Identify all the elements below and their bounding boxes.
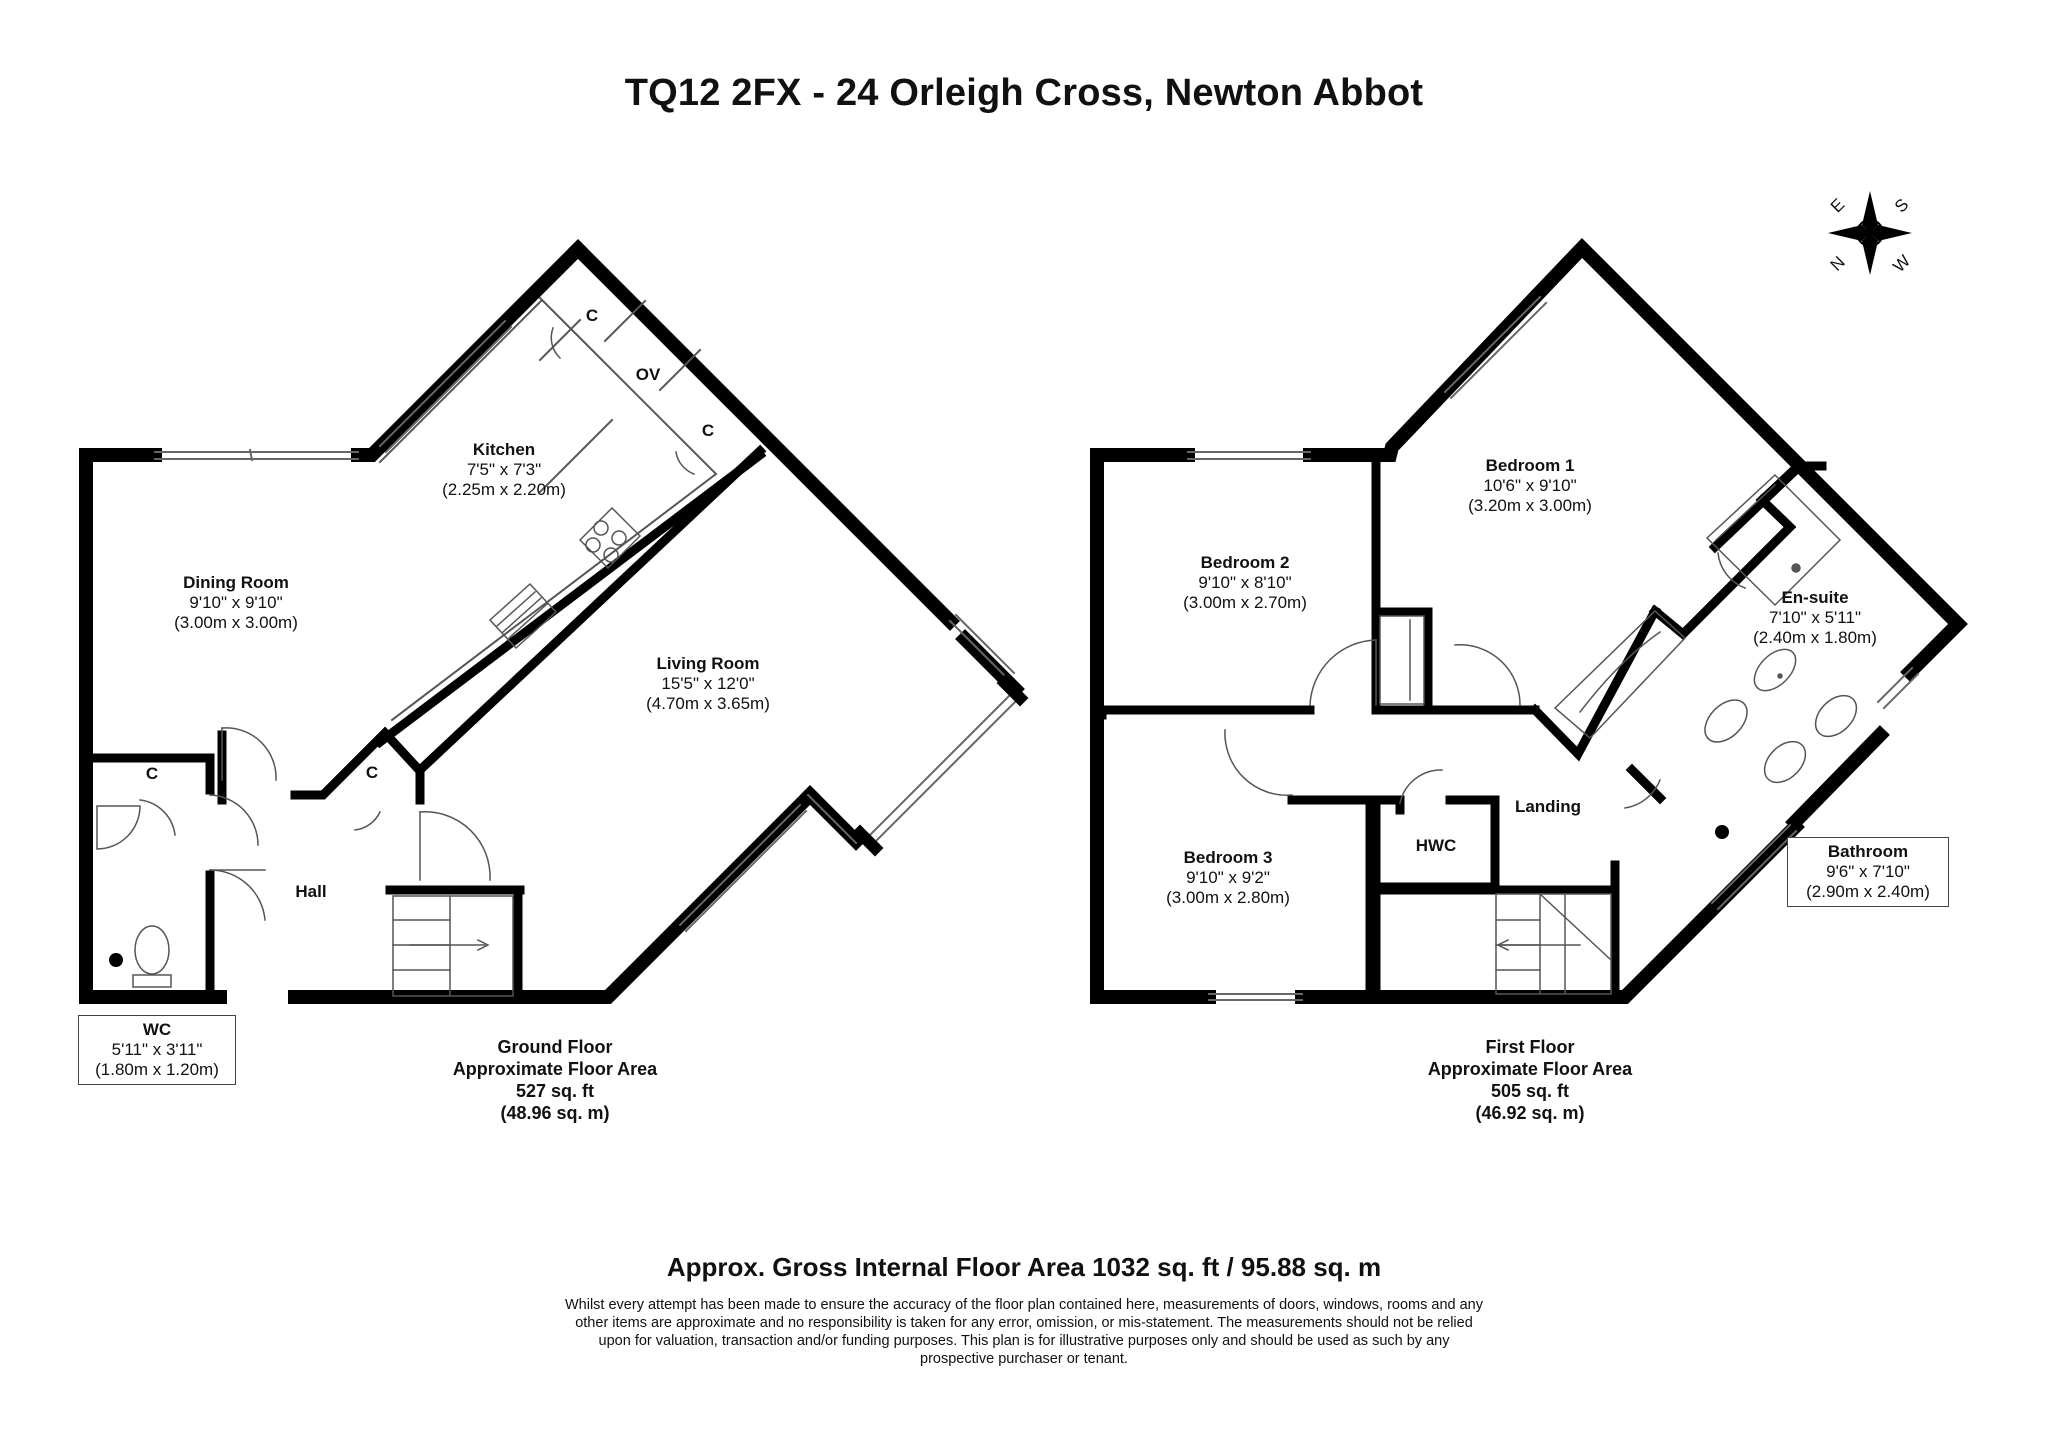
compass-rose-icon — [1828, 191, 1912, 275]
hall-cupboard-label: C — [365, 763, 379, 782]
kitchen-imperial: 7'5" x 7'3" — [466, 460, 542, 479]
wc-imperial: 5'11" x 3'11" — [111, 1040, 203, 1059]
room-label-dining: Dining Room 9'10" x 9'10" (3.00m x 3.00m… — [174, 573, 298, 633]
bathroom-metric: (2.90m x 2.40m) — [1806, 882, 1930, 901]
first-floor-area-sqft: 505 sq. ft — [1490, 1081, 1570, 1101]
bedroom3-name: Bedroom 3 — [1183, 848, 1273, 867]
first-floor-doors — [1224, 552, 1746, 809]
dining-name: Dining Room — [183, 573, 289, 592]
room-label-bedroom1: Bedroom 1 10'6" x 9'10" (3.20m x 3.00m) — [1468, 456, 1592, 516]
ground-floor-windows — [154, 319, 1018, 933]
kitchen-cupboard-2-label: C — [701, 421, 715, 440]
room-label-landing: Landing — [1515, 797, 1581, 817]
room-label-hwc: HWC — [1416, 836, 1457, 856]
disclaimer-text: Whilst every attempt has been made to en… — [564, 1297, 1484, 1367]
bedroom3-metric: (3.00m x 2.80m) — [1166, 888, 1290, 907]
ensuite-fixtures — [1753, 648, 1858, 738]
room-label-bathroom: Bathroom 9'6" x 7'10" (2.90m x 2.40m) — [1787, 837, 1949, 907]
kitchen-name: Kitchen — [472, 440, 536, 459]
bedroom1-metric: (3.20m x 3.00m) — [1468, 496, 1592, 515]
hall-name: Hall — [295, 882, 327, 901]
dining-metric: (3.00m x 3.00m) — [174, 613, 298, 632]
first-floor-interior-walls — [1097, 450, 1827, 1002]
bedroom2-metric: (3.00m x 2.70m) — [1183, 593, 1307, 612]
first-floor-area-label: First Floor Approximate Floor Area 505 s… — [1428, 1036, 1632, 1124]
kitchen-cupboard-label: C — [585, 306, 599, 325]
room-label-hall: Hall — [295, 882, 326, 902]
first-floor-area-sqm: (46.92 sq. m) — [1475, 1103, 1585, 1123]
wc-soil-pipe — [109, 953, 123, 967]
sink-icon — [488, 582, 558, 650]
room-label-bedroom2: Bedroom 2 9'10" x 8'10" (3.00m x 2.70m) — [1183, 553, 1307, 613]
hwc-name: HWC — [1415, 836, 1457, 855]
room-label-bedroom3: Bedroom 3 9'10" x 9'2" (3.00m x 2.80m) — [1166, 848, 1290, 908]
dining-imperial: 9'10" x 9'10" — [189, 593, 283, 612]
ground-floor-area-sqft: 527 sq. ft — [515, 1081, 595, 1101]
room-label-living: Living Room 15'5" x 12'0" (4.70m x 3.65m… — [646, 654, 770, 714]
plan-title: TQ12 2FX - 24 Orleigh Cross, Newton Abbo… — [624, 72, 1424, 114]
ground-floor-area-line2: Approximate Floor Area — [452, 1059, 658, 1079]
ground-floor-interior-walls — [90, 444, 767, 1002]
bathroom-soil-pipe — [1715, 825, 1729, 839]
bathroom-name: Bathroom — [1827, 842, 1909, 861]
living-imperial: 15'5" x 12'0" — [661, 674, 755, 693]
living-metric: (4.70m x 3.65m) — [646, 694, 770, 713]
gross-floor-area: Approx. Gross Internal Floor Area 1032 s… — [666, 1252, 1382, 1282]
ground-floor-area-sqm: (48.96 sq. m) — [500, 1103, 610, 1123]
wc-name: WC — [142, 1020, 172, 1039]
bath-icon — [1553, 609, 1687, 740]
shower-icon — [1705, 473, 1842, 607]
ground-floor-stairs — [392, 895, 514, 997]
first-floor-stairs — [1495, 892, 1613, 995]
room-label-wc: WC 5'11" x 3'11" (1.80m x 1.20m) — [78, 1015, 236, 1085]
kitchen-counter — [378, 296, 718, 722]
hob-icon — [578, 506, 642, 570]
bedroom2-imperial: 9'10" x 8'10" — [1198, 573, 1292, 592]
ground-floor-bay — [851, 674, 1029, 857]
ground-floor-area-label: Ground Floor Approximate Floor Area 527 … — [453, 1036, 657, 1124]
first-floor-plan — [1090, 237, 1968, 1004]
oven-label: OV — [635, 365, 661, 384]
ensuite-imperial: 7'10" x 5'11" — [1769, 608, 1861, 627]
room-label-ensuite: En-suite 7'10" x 5'11" (2.40m x 1.80m) — [1753, 588, 1877, 648]
bedroom1-imperial: 10'6" x 9'10" — [1483, 476, 1577, 495]
ground-floor-outer-walls — [79, 239, 1025, 1004]
ensuite-name: En-suite — [1781, 588, 1849, 607]
room-label-kitchen: Kitchen 7'5" x 7'3" (2.25m x 2.20m) — [442, 440, 566, 500]
bathroom-fixtures — [1704, 699, 1807, 784]
bedroom2-name: Bedroom 2 — [1200, 553, 1290, 572]
living-name: Living Room — [656, 654, 760, 673]
landing-name: Landing — [1514, 797, 1582, 816]
kitchen-metric: (2.25m x 2.20m) — [442, 480, 566, 499]
ground-floor-plan — [79, 239, 1029, 1004]
wc-metric: (1.80m x 1.20m) — [95, 1060, 219, 1079]
bedroom1-name: Bedroom 1 — [1485, 456, 1575, 475]
first-floor-area-line1: First Floor — [1485, 1037, 1575, 1057]
first-floor-area-line2: Approximate Floor Area — [1427, 1059, 1633, 1079]
wc-fixtures — [96, 805, 172, 988]
ground-floor-area-line1: Ground Floor — [497, 1037, 613, 1057]
ensuite-metric: (2.40m x 1.80m) — [1753, 628, 1877, 647]
wc-cupboard-label: C — [145, 764, 159, 783]
first-floor-windows — [1187, 295, 1920, 1001]
ground-floor-doors — [139, 327, 695, 921]
bedroom3-imperial: 9'10" x 9'2" — [1186, 868, 1270, 887]
bathroom-imperial: 9'6" x 7'10" — [1826, 862, 1910, 881]
